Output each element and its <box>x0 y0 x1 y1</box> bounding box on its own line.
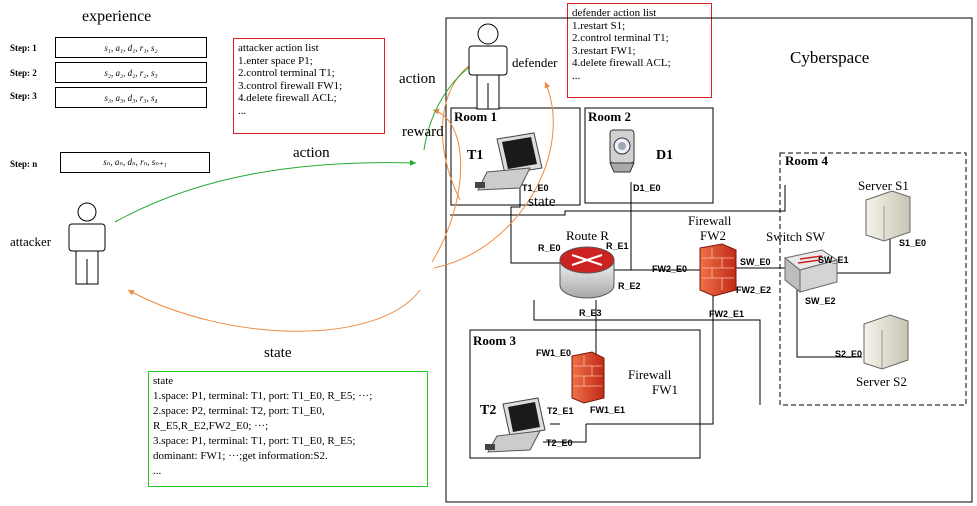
state-line: ... <box>153 465 162 477</box>
attacker-list-item: 2.control terminal T1; <box>238 67 335 79</box>
defender-list-item: 4.delete firewall ACL; <box>572 57 671 69</box>
switch-label: Switch SW <box>766 229 825 244</box>
port-fw1-e0: FW1_E0 <box>536 348 572 358</box>
room2-label: Room 2 <box>588 109 631 124</box>
t2-computer-icon <box>485 397 546 453</box>
defender-list-item: 3.restart FW1; <box>572 44 636 57</box>
cyberspace-label: Cyberspace <box>790 48 870 67</box>
attacker-list-title: attacker action list <box>238 42 319 54</box>
state-line: 3.space: P1, terminal: T1, port: T1_E0, … <box>153 435 356 447</box>
port-sw-e2: SW_E2 <box>805 296 836 306</box>
attacker-list-item: 3.control firewall FW1; <box>238 79 343 92</box>
firewall1-label-a: Firewall <box>628 367 672 382</box>
state-line: 2.space: P2, terminal: T2, port: T1_E0, <box>153 405 325 417</box>
room4-frame <box>779 152 967 406</box>
firewall1-label-b: FW1 <box>652 382 678 397</box>
attacker-list-item: 4.delete firewall ACL; <box>238 92 337 104</box>
defender-list-item: 2.control terminal T1; <box>572 32 669 44</box>
port-r-e1: R_E1 <box>606 241 629 251</box>
t1-label: T1 <box>467 148 484 163</box>
route-label: Route R <box>566 228 609 243</box>
port-t1-e0: T1_E0 <box>522 183 549 193</box>
t2-label: T2 <box>480 403 497 418</box>
attacker-action-list: attacker action list 1.enter space P1; 2… <box>233 38 385 134</box>
attacker-list-item: 1.enter space P1; <box>238 54 313 67</box>
port-r-e2: R_E2 <box>618 281 641 291</box>
state-line: dominant: FW1; ···;get information:S2. <box>153 450 328 462</box>
cyberspace-frame <box>445 17 973 503</box>
port-r-e3: R_E3 <box>579 308 602 318</box>
router-icon <box>559 246 615 299</box>
server-s2-label: Server S2 <box>856 374 907 389</box>
port-fw2-e2: FW2_E2 <box>736 285 772 295</box>
t1-computer-icon <box>475 132 543 191</box>
room2-frame <box>584 107 714 204</box>
attacker-figure <box>68 202 106 285</box>
attacker-list-item: ... <box>238 104 247 117</box>
server-s1-icon <box>865 190 911 242</box>
firewall-fw1-icon <box>571 351 605 404</box>
step-n-tuple: sₙ, aₙ, dₙ, rₙ, sₙ₊₁ <box>60 152 210 173</box>
step-2-label: Step: 2 <box>10 68 37 78</box>
room1-label: Room 1 <box>454 109 497 124</box>
port-fw1-e1: FW1_E1 <box>590 405 626 415</box>
step-1-label: Step: 1 <box>10 43 37 53</box>
room4-label: Room 4 <box>785 153 828 168</box>
step-3-label: Step: 3 <box>10 91 37 101</box>
step-2-tuple: s₂, a₂, d₂, r₂, s₃ <box>55 62 207 83</box>
d1-label: D1 <box>656 148 674 163</box>
port-fw2-e0: FW2_E0 <box>652 264 688 274</box>
switch-icon <box>783 249 839 294</box>
firewall-fw2-icon <box>699 243 737 297</box>
port-sw-e0: SW_E0 <box>740 257 771 267</box>
firewall2-label-b: FW2 <box>700 228 726 243</box>
state-label-attacker: state <box>264 345 292 361</box>
state-box-title: state <box>153 375 174 387</box>
room1-frame <box>450 107 581 206</box>
step-1-tuple: s₁, a₁, d₁, r₁, s₂ <box>55 37 207 58</box>
defender-figure <box>468 23 508 110</box>
defender-list-item: 1.restart S1; <box>572 19 626 32</box>
defender-action-list: defender action list 1.restart S1; 2.con… <box>567 3 712 98</box>
room3-frame <box>469 329 701 459</box>
state-box: state 1.space: P1, terminal: T1, port: T… <box>148 371 428 487</box>
port-t2-e1: T2_E1 <box>547 406 574 416</box>
reward-label: reward <box>402 124 444 140</box>
port-r-e0: R_E0 <box>538 243 561 253</box>
state-label-defender: state <box>528 194 556 210</box>
step-n-label: Step: n <box>10 159 38 169</box>
server-s2-icon <box>863 314 909 370</box>
action-label-attacker: action <box>293 145 330 161</box>
room3-label: Room 3 <box>473 333 516 348</box>
port-s2-e0: S2_E0 <box>835 349 863 359</box>
state-line: R_E5,R_E2,FW2_E0; ···; <box>153 420 269 432</box>
action-label-defender: action <box>399 71 436 87</box>
attacker-label: attacker <box>10 234 52 249</box>
defender-list-item: ... <box>572 69 581 82</box>
orange-arrows <box>127 59 554 332</box>
port-s1-e0: S1_E0 <box>899 238 927 248</box>
defender-label: defender <box>512 55 558 70</box>
firewall2-label-a: Firewall <box>688 213 732 228</box>
server-s1-label: Server S1 <box>858 178 909 193</box>
defender-list-title: defender action list <box>572 7 657 19</box>
state-line: 1.space: P1, terminal: T1, port: T1_E0, … <box>153 390 373 402</box>
network-links <box>450 182 891 443</box>
port-t2-e0: T2_E0 <box>546 438 573 448</box>
port-d1-e0: D1_E0 <box>633 183 661 193</box>
experience-title: experience <box>82 8 152 25</box>
d1-camera-icon <box>609 129 635 173</box>
step-3-tuple: s₃, a₃, d₃, r₃, s₄ <box>55 87 207 108</box>
port-fw2-e1: FW2_E1 <box>709 309 745 319</box>
green-arrows <box>114 62 476 223</box>
port-sw-e1: SW_E1 <box>818 255 849 265</box>
